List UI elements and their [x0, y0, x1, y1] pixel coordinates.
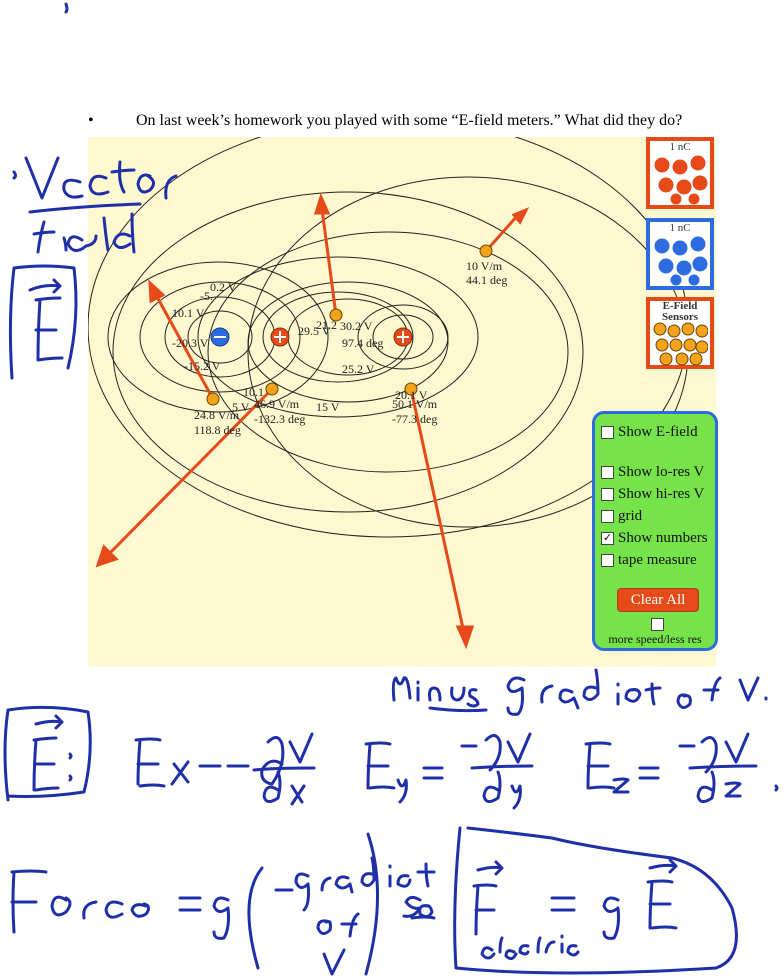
sensor-angle: 118.8 deg: [194, 423, 241, 437]
potential-label: 10.1: [243, 385, 264, 399]
checkbox-label: grid: [618, 508, 643, 524]
sensor-magnitude: 10 V/m: [466, 259, 503, 273]
potential-label: 20.1 V: [395, 388, 428, 402]
potential-label: 5 V: [232, 400, 250, 414]
sensor-angle: 97.4 deg: [342, 336, 383, 350]
potential-label: -15.2 V: [184, 359, 221, 373]
show-hires-checkbox[interactable]: Show hi-res V: [601, 486, 704, 503]
bullet: •: [88, 112, 94, 129]
potential-label: 29.5 V: [298, 324, 331, 338]
handwriting-field: [32, 220, 56, 254]
checkbox-label: Show E-field: [618, 424, 698, 440]
sensor-bin[interactable]: E-Field Sensors: [646, 297, 714, 369]
equipotential-line: [197, 256, 479, 418]
clear-all-button[interactable]: Clear All: [617, 588, 699, 612]
equipotential-line: [107, 261, 329, 413]
checkbox-label: Show hi-res V: [618, 486, 705, 502]
tape-measure-checkbox[interactable]: tape measure: [601, 552, 697, 569]
potential-label: 30.2 V: [340, 319, 373, 333]
equipotential-line: [139, 281, 301, 393]
sensor-magnitude: 50.1 V/m: [392, 397, 438, 411]
show-efield-checkbox[interactable]: Show E-field: [601, 424, 698, 441]
sensor-dot: [404, 382, 418, 396]
checkbox-box[interactable]: [601, 466, 614, 479]
speed-label: more speed/less res: [608, 632, 702, 646]
prompt-text: On last week’s homework you played with …: [136, 112, 683, 129]
bin-label: E-Field Sensors: [661, 300, 699, 323]
negative-charges-icon: [653, 236, 708, 286]
equipotential-line: [187, 310, 253, 364]
positive-charges-icon: [653, 155, 708, 205]
handwriting-force: [10, 869, 48, 934]
checkbox-box[interactable]: [601, 488, 614, 501]
checkbox-label: Show lo-res V: [618, 464, 705, 480]
grid-checkbox[interactable]: grid: [601, 508, 642, 525]
sensor-angle: -132.3 deg: [254, 412, 305, 426]
show-lores-checkbox[interactable]: Show lo-res V: [601, 464, 704, 481]
potential-label: 25.2 V: [342, 362, 375, 376]
potential-label: 0.2 V: [210, 280, 237, 294]
equipotential-line: [207, 231, 569, 473]
bin-label: 1 nC: [669, 141, 691, 153]
sensor-angle: 44.1 deg: [466, 273, 507, 287]
sensor-dot: [479, 244, 493, 258]
equipotential-line: [262, 291, 414, 383]
checkbox-checked[interactable]: ✓: [601, 532, 614, 545]
potential-label: 15 V: [316, 400, 340, 414]
sensor-magnitude: 24.8 V/m: [194, 408, 240, 422]
equipotential-line: [372, 314, 434, 360]
checkbox-box[interactable]: [601, 554, 614, 567]
sensor-dot: [265, 382, 279, 396]
potential-label: 10.1 V: [172, 306, 205, 320]
checkbox-box[interactable]: [601, 426, 614, 439]
sensor-dot: [206, 392, 220, 406]
equipotential-line: [357, 304, 449, 370]
positive-charge-bin[interactable]: 1 nC: [646, 137, 714, 209]
negative-charge-bin[interactable]: 1 nC: [646, 218, 714, 290]
potential-label: -20.3 V: [172, 336, 209, 350]
handwriting-minus-gradient: [391, 676, 480, 708]
checkbox-label: tape measure: [618, 552, 697, 568]
handwriting-answer-box: [453, 826, 738, 975]
handwriting-e-box: [8, 264, 78, 380]
sensor-magnitude: 46.9 V/m: [254, 397, 300, 411]
show-numbers-checkbox[interactable]: ✓ Show numbers: [601, 530, 708, 547]
handwriting-vector: [24, 156, 60, 200]
checkbox-box[interactable]: [601, 510, 614, 523]
sensors-icon: [653, 322, 708, 366]
potential-label: -5.: [200, 289, 213, 303]
bin-label: 1 nC: [669, 222, 691, 234]
sensor-angle: -77.3 deg: [392, 412, 437, 426]
control-panel: Show E-field Show lo-res V Show hi-res V…: [592, 411, 718, 651]
equipotential-line: [112, 191, 584, 513]
speed-checkbox[interactable]: [651, 618, 664, 631]
checkbox-label: Show numbers: [618, 530, 708, 546]
potential-label: 21.2: [316, 318, 337, 332]
sensor-dot: [329, 308, 343, 322]
